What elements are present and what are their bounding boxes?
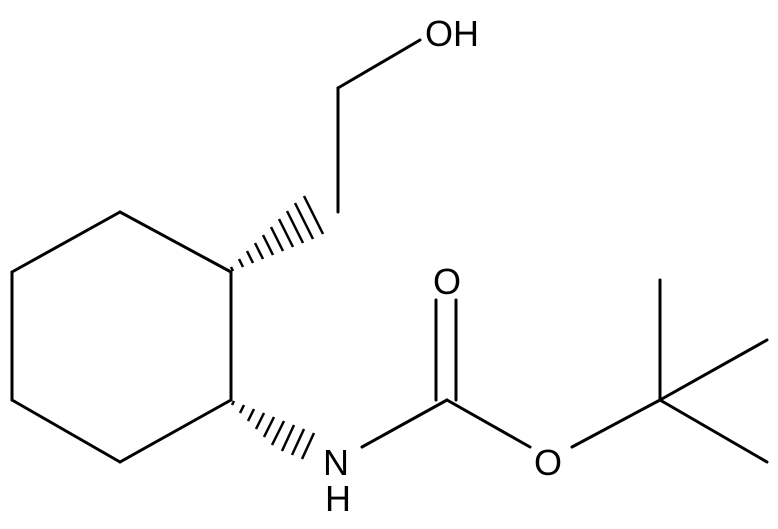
hashed-wedge-lower — [230, 400, 316, 460]
hydroxyl-label: OH — [425, 13, 479, 54]
ester-oxygen-label: O — [534, 442, 562, 483]
tbutyl-methyl-upper-right — [658, 338, 769, 402]
hashed-wedge-upper — [229, 195, 325, 272]
ring-bond-5 — [118, 398, 233, 464]
cyclohexane-ring — [10, 210, 233, 464]
ring-bond-2 — [10, 210, 122, 274]
tbutyl-methyl-lower-right — [658, 398, 769, 464]
bond-o-tbutyl-c — [570, 398, 662, 449]
amine-n-label: N — [323, 442, 349, 483]
ring-bond-1 — [118, 210, 233, 274]
ring-bond-4 — [10, 398, 122, 464]
tert-butyl-group — [658, 278, 769, 464]
amine-h-label: H — [325, 478, 351, 519]
bond-c-ester-o — [445, 398, 532, 449]
bond-n-carbonyl-c — [360, 398, 449, 449]
carbonyl-oxygen-label: O — [433, 261, 461, 302]
bond-ch2-oh — [336, 38, 422, 90]
